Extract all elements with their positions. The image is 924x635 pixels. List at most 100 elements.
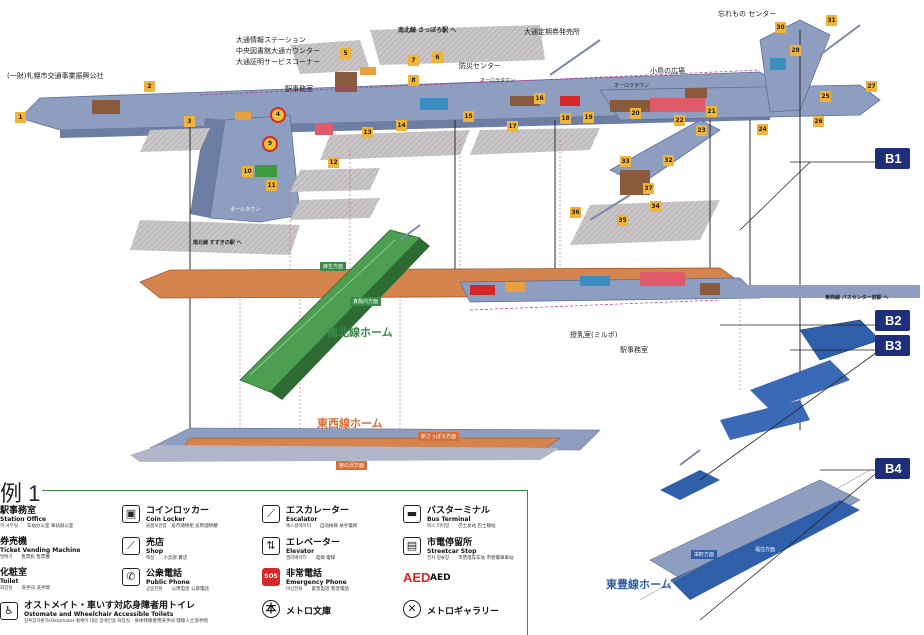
- exit-17: 17: [507, 121, 518, 132]
- exit-27: 27: [866, 81, 877, 92]
- station-office-2-label: 駅事務室: [620, 346, 648, 354]
- exit-19: 19: [583, 112, 594, 123]
- exit-6: 6: [432, 52, 443, 63]
- exit-18: 18: [560, 113, 571, 124]
- floor-tag-b3: B3: [875, 335, 910, 356]
- legend-divider: [42, 490, 528, 491]
- accessible-toilet-icon: ♿: [0, 602, 18, 620]
- chuo-library-label: 中央図書館大通カウンター: [236, 47, 320, 55]
- to-sapporo-label: 南北線 さっぽろ駅 へ: [398, 27, 457, 34]
- exit-16: 16: [534, 93, 545, 104]
- emergency-phone-icon: SOS: [262, 568, 280, 586]
- exit-22: 22: [674, 115, 685, 126]
- legend-aed: AED: [430, 573, 451, 583]
- floor-tag-b4: B4: [875, 458, 910, 479]
- exit-9-highlighted: 9: [262, 136, 278, 152]
- exit-3: 3: [184, 116, 195, 127]
- public-phone-icon: ✆: [122, 568, 140, 586]
- streetcar-icon: ▤: [403, 537, 421, 555]
- direction-asabu: 麻生方面: [320, 262, 347, 271]
- direction-shin-sapporo: 新さっぽろ方面: [418, 432, 460, 441]
- exit-14: 14: [396, 120, 407, 131]
- exit-35: 35: [617, 215, 628, 226]
- exit-26: 26: [813, 116, 824, 127]
- escalator-icon: ⟋: [262, 505, 280, 523]
- pole-town-label: ポールタウン: [230, 207, 261, 213]
- direction-makomanai: 真駒内方面: [350, 297, 382, 306]
- exit-20: 20: [630, 108, 641, 119]
- legend-title: 例 1: [0, 481, 41, 506]
- toho-platform-label: 東豊線ホーム: [606, 578, 672, 591]
- exit-23: 23: [696, 125, 707, 136]
- exit-21: 21: [706, 106, 717, 117]
- disaster-center-label: 防災センター: [459, 62, 501, 70]
- metro-library-icon: 本: [262, 600, 280, 618]
- aurora-town-label-2: オーロラタウン: [614, 83, 650, 89]
- legend-border: [527, 490, 528, 635]
- floor-tag-b2: B2: [875, 310, 910, 331]
- tozai-platform-label: 東西線ホーム: [317, 417, 383, 430]
- exit-7: 7: [408, 55, 419, 66]
- exit-1: 1: [15, 112, 26, 123]
- legend-station-office: 駅事務室 Station Office 역 사무실 车站办公室 車站辦公室: [0, 506, 74, 529]
- b2-concourse: [139, 267, 920, 303]
- legend-metro-gallery: メトロギャラリー: [427, 607, 500, 617]
- odori-info-label: 大通情報ステーション: [236, 36, 306, 44]
- legend-toilet: 化粧室 Toilet 화장실 洗手间 洗手間: [0, 568, 50, 591]
- toho-line: [639, 319, 881, 601]
- exit-2: 2: [144, 81, 155, 92]
- exit-13: 13: [362, 127, 373, 138]
- legend-ticket-machine: 券売機 Ticket Vending Machine 발매기 售票机 售票機: [0, 537, 81, 560]
- exit-5: 5: [340, 48, 351, 59]
- exit-15: 15: [463, 111, 474, 122]
- direction-sakaemachi: 栄町方面: [691, 550, 718, 559]
- exit-24: 24: [757, 124, 768, 135]
- exit-33: 33: [620, 156, 631, 167]
- transport-corp-label: (一財)札幌市交通事業振興公社: [7, 72, 104, 80]
- exit-36: 36: [570, 207, 581, 218]
- elevator-icon: ⇅: [262, 537, 280, 555]
- legend-metro-library: メトロ文庫: [286, 607, 332, 617]
- komichi-plaza-label: 小鳥の広場: [650, 67, 685, 75]
- odori-certificate-label: 大通証明サービスコーナー: [236, 58, 320, 66]
- legend-elevator: エレベーター Elevator 엘리베이터 电梯 電梯: [286, 538, 341, 561]
- legend-bus-terminal: バスターミナル Bus Terminal 버스 터미널 巴士总站 巴士總站: [427, 506, 496, 529]
- to-bus-center-label: 東西線 バスセンター前駅 へ: [825, 295, 889, 301]
- exit-28: 28: [790, 45, 801, 56]
- direction-fukuzumi: 福住方面: [752, 545, 779, 554]
- tozai-platform: [130, 427, 601, 462]
- legend-emergency-phone: 非常電話 Emergency Phone 비상전화 紧急电话 緊急電話: [286, 569, 349, 592]
- nanboku-platform: [239, 229, 430, 400]
- exit-11: 11: [266, 180, 277, 191]
- exit-37: 37: [643, 183, 654, 194]
- aurora-town-label: オーロラタウン: [480, 78, 516, 84]
- exit-34: 34: [650, 201, 661, 212]
- legend-escalator: エスカレーター Escalator 에스컬레이터 自动扶梯 扶手電梯: [286, 506, 358, 529]
- exit-12: 12: [328, 157, 339, 168]
- exit-32: 32: [663, 155, 674, 166]
- legend-accessible-toilet: オストメイト・車いす対応身障者用トイレ Ostomate and Wheelch…: [24, 601, 208, 624]
- to-susukino-label: 南北線 すすきの駅 へ: [193, 240, 242, 246]
- odori-pass-label: 大通定期券発売所: [524, 28, 580, 36]
- legend-coin-locker: コインロッカー Coin Locker 물품보관함 投币储物柜 投幣儲物櫃: [146, 506, 218, 529]
- nursing-room-label: 授乳室(ミルポ): [570, 331, 618, 339]
- support-columns: [189, 30, 801, 450]
- exit-4-highlighted: 4: [270, 107, 286, 123]
- bus-icon: ▬: [403, 505, 421, 523]
- station-office-label: 駅事務室: [285, 85, 313, 93]
- exit-25: 25: [820, 91, 831, 102]
- aed-icon: AED: [403, 570, 431, 585]
- shop-icon: ⟋: [122, 537, 140, 555]
- direction-miyanosawa: 宮の沢方面: [336, 461, 368, 470]
- floor-tag-b1: B1: [875, 148, 910, 169]
- escalators: [399, 24, 861, 466]
- legend-streetcar: 市電停留所 Streetcar Stop 전차 정류장 市营电车车站 市營電車車…: [427, 538, 514, 561]
- floor-guides: [699, 161, 881, 621]
- lost-and-found-label: 忘れもの センター: [718, 10, 777, 18]
- legend-public-phone: 公衆電話 Public Phone 공중전화 公用电话 公眾電話: [146, 569, 209, 592]
- b1-concourse: [19, 19, 881, 255]
- exit-31: 31: [826, 15, 837, 26]
- coin-locker-icon: ▣: [122, 505, 140, 523]
- metro-gallery-icon: ✕: [403, 600, 421, 618]
